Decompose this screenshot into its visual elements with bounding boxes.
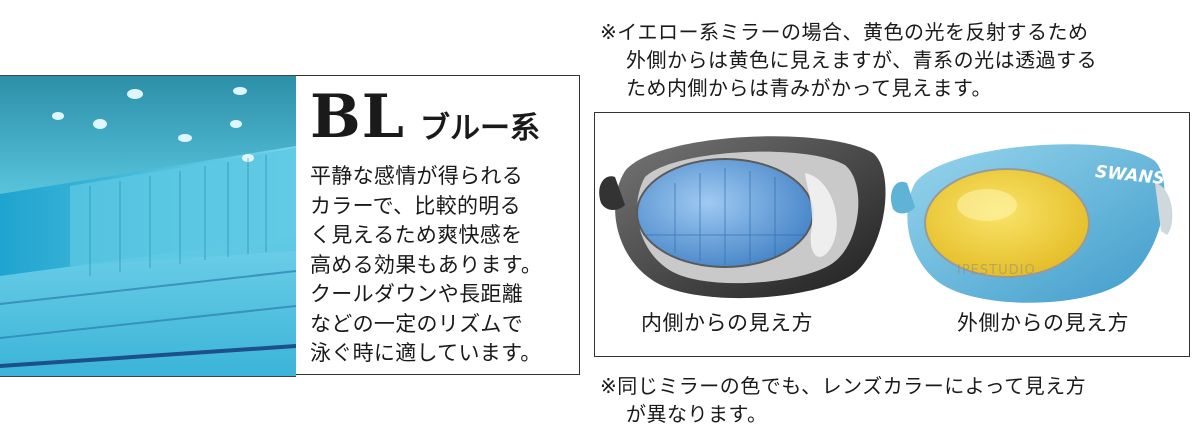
pool-photo (0, 75, 296, 377)
lens-color-name: ブルー系 (420, 111, 540, 146)
lens-color-note: ※同じミラーの色でも、レンズカラーによって見え方 が異なります。 (600, 372, 1190, 428)
lens-comparison-panel: SWANS IPESTUDIO 内側からの見え方 外側からの見え方 (594, 112, 1190, 357)
description-line: 泳ぐ時に適しています。 (310, 341, 542, 365)
lens-comparison-illustration: SWANS (599, 136, 1173, 303)
watermark-text: IPESTUDIO (957, 263, 1036, 278)
description-line: 高める効果もあります。 (310, 252, 543, 277)
yellow-mirror-note: ※イエロー系ミラーの場合、黄色の光を反射するため 外側からは黄色に見えますが、青… (600, 18, 1190, 102)
note-line: ※イエロー系ミラーの場合、黄色の光を反射するため (600, 20, 1089, 44)
description-line: カラーで、比較的明る (310, 193, 521, 218)
description-line: く見えるため爽快感を (310, 223, 523, 247)
goggle-inner-view (599, 136, 886, 299)
note-line: が異なります。 (626, 402, 768, 426)
color-description-card: BL ブルー系 平静な感情が得られる カラーで、比較的明る く見えるため爽快感を… (296, 75, 580, 375)
outer-view-caption: 外側からの見え方 (957, 311, 1129, 335)
inner-view-caption: 内側からの見え方 (641, 311, 813, 335)
lens-color-description: 平静な感情が得られる カラーで、比較的明る く見えるため爽快感を 高める効果もあ… (310, 162, 576, 369)
note-line: ※同じミラーの色でも、レンズカラーによって見え方 (600, 374, 1087, 398)
description-line: クールダウンや長距離 (310, 282, 523, 306)
description-line: 平静な感情が得られる (310, 164, 523, 188)
description-line: などの一定のリズムで (310, 311, 523, 336)
note-line: 外側からは黄色に見えますが、青系の光は透過する (626, 48, 1098, 72)
lens-color-code: BL (310, 82, 405, 152)
pool-illustration (0, 76, 296, 376)
goggle-outer-view: SWANS (890, 144, 1173, 303)
note-line: ため内側からは青みがかって見えます。 (626, 76, 992, 100)
